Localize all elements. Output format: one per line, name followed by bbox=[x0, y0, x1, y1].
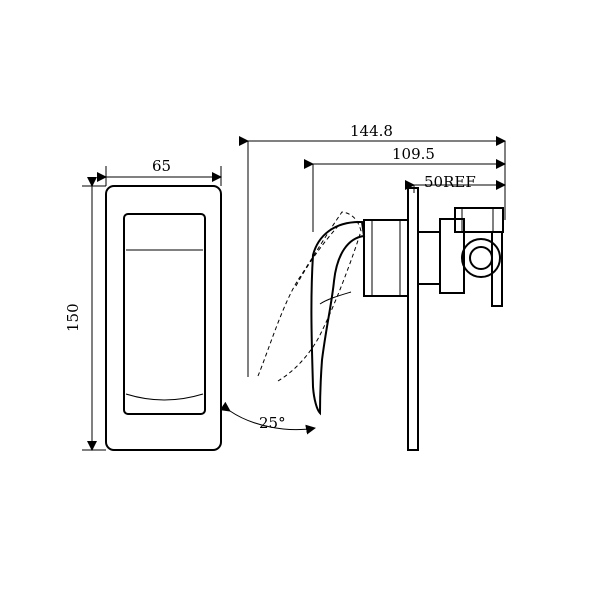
reference-dimension-label: 50REF bbox=[424, 173, 476, 191]
valve-bracket-top bbox=[454, 207, 504, 233]
valve-spindle bbox=[417, 231, 441, 285]
wall-plate bbox=[407, 187, 419, 451]
front-cover-plate-outline bbox=[105, 185, 222, 451]
angle-dimension-arc bbox=[219, 401, 316, 435]
handle-rotated-position-inner-line bbox=[295, 224, 340, 287]
handle-side-profile bbox=[310, 220, 366, 416]
overall-length-label: 144.8 bbox=[350, 122, 393, 140]
valve-port-outer-ring bbox=[461, 238, 501, 278]
front-width-label: 65 bbox=[152, 157, 171, 175]
handle-length-label: 109.5 bbox=[392, 145, 435, 163]
handle-rotated-position-outline bbox=[257, 211, 362, 382]
valve-port-inner-ring bbox=[469, 246, 493, 270]
angle-label: 25° bbox=[259, 414, 286, 432]
handle-side-inner-curve bbox=[319, 291, 352, 305]
side-view: 25° bbox=[219, 187, 504, 451]
front-handle-lower-curve bbox=[125, 393, 204, 401]
valve-housing bbox=[439, 218, 465, 294]
valve-bracket-side bbox=[491, 231, 503, 307]
front-height-label: 150 bbox=[64, 303, 82, 332]
front-view: 65 150 bbox=[64, 157, 222, 451]
front-handle-outline bbox=[123, 213, 206, 415]
valve-body bbox=[363, 219, 409, 297]
side-view-dimensions: 144.8 109.5 50REF bbox=[239, 122, 506, 377]
